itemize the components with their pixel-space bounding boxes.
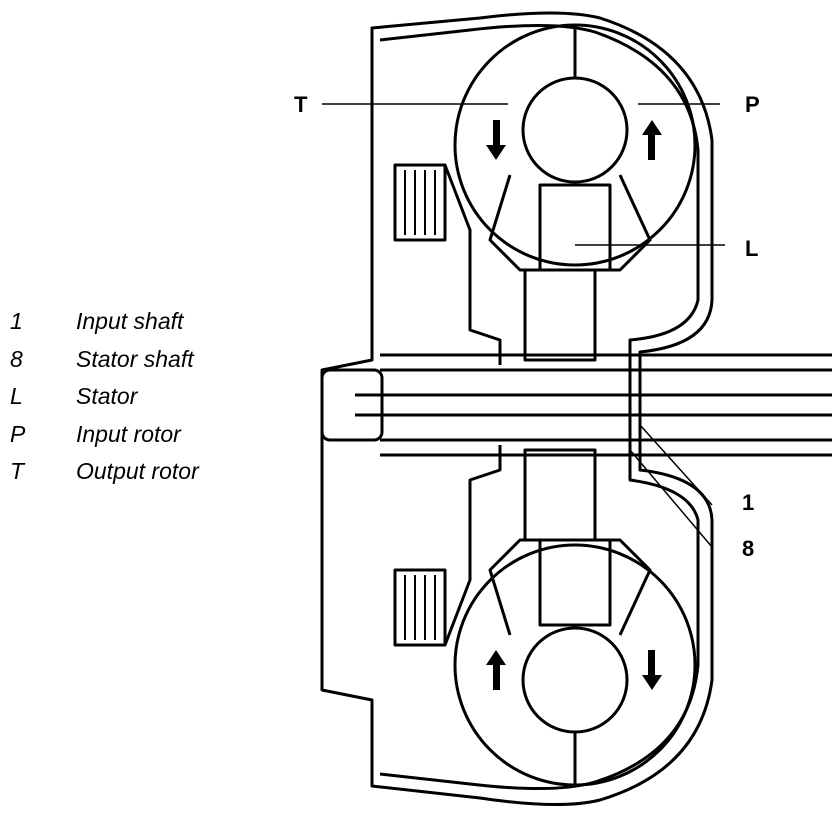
leader-8 — [629, 449, 713, 548]
legend-key: 8 — [10, 345, 23, 372]
legend-text: Stator shaft — [76, 345, 194, 372]
legend-text: Output rotor — [76, 458, 199, 484]
legend-item-output-rotor: T Output rotor — [0, 453, 260, 491]
hub-cap — [320, 368, 384, 442]
callout-t: T — [294, 92, 308, 117]
legend-item-input-shaft: 1 Input shaft — [0, 303, 260, 341]
callout-p: P — [745, 92, 760, 117]
legend-key: P — [10, 420, 26, 447]
leader-1 — [639, 424, 713, 506]
lower-torus-inner — [521, 626, 629, 734]
legend-text: Stator — [76, 383, 138, 409]
upper-torus-inner — [521, 76, 629, 184]
stator-upper — [488, 174, 652, 272]
legend-item-stator: L Stator — [0, 378, 260, 416]
legend-text: Input rotor — [76, 420, 181, 447]
legend-key: L — [10, 383, 23, 409]
legend-text: Input shaft — [76, 308, 184, 334]
outer-housing — [320, 11, 714, 807]
legend-item-input-rotor: P Input rotor — [0, 416, 260, 454]
stator-lower — [488, 538, 652, 636]
callout-l: L — [745, 236, 758, 261]
legend-item-stator-shaft: 8 Stator shaft — [0, 341, 260, 379]
legend-key: T — [10, 458, 25, 484]
callout-8: 8 — [742, 536, 754, 561]
callout-1: 1 — [742, 490, 754, 515]
legend-key: 1 — [10, 308, 23, 334]
upper-torus-outer — [453, 23, 697, 267]
legend: 1 Input shaft 8 Stator shaft L Stator P … — [0, 303, 260, 491]
